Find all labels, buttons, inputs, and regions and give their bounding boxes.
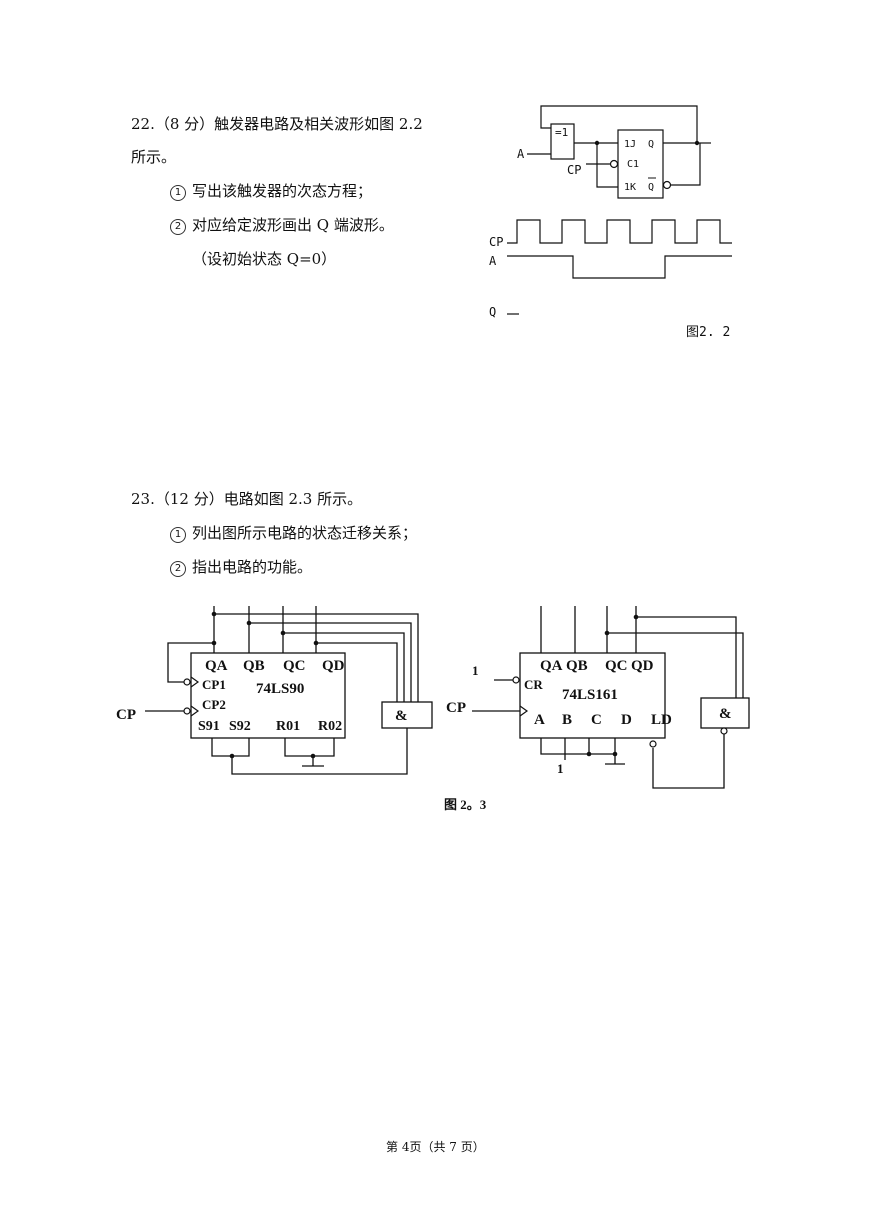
a-waveform	[507, 255, 732, 279]
pin-q: Q	[648, 139, 654, 150]
chip1-qd: QD	[322, 658, 345, 674]
chip2-qa: QA	[540, 658, 563, 674]
q23-line1: 23.（12 分）电路如图 2.3 所示。	[131, 490, 363, 508]
chip1-name: 74LS90	[256, 681, 304, 697]
page-footer: 第 4页（共 7 页）	[386, 1140, 485, 1154]
chip1-qa: QA	[205, 658, 228, 674]
and2-label: &	[719, 706, 732, 722]
cr-constant-one: 1	[472, 663, 479, 678]
chip1-qc: QC	[283, 658, 306, 674]
chip1-qb: QB	[243, 658, 265, 674]
chip1-s92: S92	[229, 719, 251, 734]
chip1-r01: R01	[276, 719, 300, 734]
input-cp-label: CP	[567, 163, 581, 177]
chip2-in-d: D	[621, 712, 632, 728]
q23-item2: 2 指出电路的功能。	[170, 556, 312, 577]
pin-1k: 1K	[624, 182, 636, 193]
item-number: 2	[170, 561, 186, 577]
cp-waveform	[507, 219, 732, 244]
chip1-cp2: CP2	[202, 697, 226, 712]
chip1-cp1: CP1	[202, 677, 226, 692]
xor-gate	[550, 123, 575, 160]
figure-2-2: =1 A CP 1J C1 1K Q Q CP A Q 图2. 2	[489, 105, 732, 340]
figure-2-3: QA QB QC QD CP1 CP2 74LS90 S91 S92 R01 R…	[116, 606, 750, 812]
cp-right-label: CP	[446, 700, 466, 716]
item-text: 对应给定波形画出 Q 端波形。	[192, 216, 394, 234]
pin-c1: C1	[627, 159, 639, 170]
q22-line2: 所示。	[131, 148, 177, 166]
item-number: 2	[170, 219, 186, 235]
figure-2-2-caption: 图2. 2	[686, 325, 730, 340]
item-text: 写出该触发器的次态方程；	[192, 182, 373, 200]
item-number: 1	[170, 527, 186, 543]
wave-cp-label: CP	[489, 235, 503, 249]
chip2-cr: CR	[524, 677, 543, 692]
chip2-qb: QB	[566, 658, 588, 674]
item-text: 指出电路的功能。	[192, 558, 313, 576]
chip1-s91: S91	[198, 719, 220, 734]
wave-q-label: Q	[489, 305, 496, 319]
input-constant-one: 1	[557, 761, 564, 776]
chip2-qc: QC	[605, 658, 628, 674]
wave-a-label: A	[489, 254, 497, 268]
chip1-r02: R02	[318, 719, 342, 734]
q22-note: （设初始状态 Q=0）	[192, 250, 337, 268]
q22-item2: 2 对应给定波形画出 Q 端波形。	[170, 214, 394, 235]
q22-line1: 22.（8 分）触发器电路及相关波形如图 2.2	[131, 115, 423, 133]
q22-item1: 1 写出该触发器的次态方程；	[170, 180, 372, 201]
chip2-in-a: A	[534, 712, 545, 728]
q23-item1: 1 列出图所示电路的状态迁移关系；	[170, 522, 417, 543]
chip2-qd: QD	[631, 658, 654, 674]
chip2-in-c: C	[591, 712, 602, 728]
chip2-name: 74LS161	[562, 687, 618, 703]
pin-qbar: Q	[648, 182, 654, 193]
cp-left-label: CP	[116, 707, 136, 723]
chip-74ls90	[190, 652, 346, 739]
xor-label: =1	[555, 126, 568, 139]
item-text: 列出图所示电路的状态迁移关系；	[192, 524, 418, 542]
chip2-in-b: B	[562, 712, 572, 728]
figure-2-3-caption: 图 2。3	[444, 797, 487, 812]
chip2-ld: LD	[651, 712, 672, 728]
pin-1j: 1J	[624, 139, 636, 150]
input-a-label: A	[517, 147, 525, 161]
and1-label: &	[395, 708, 408, 724]
item-number: 1	[170, 185, 186, 201]
chip-74ls161	[519, 652, 666, 739]
